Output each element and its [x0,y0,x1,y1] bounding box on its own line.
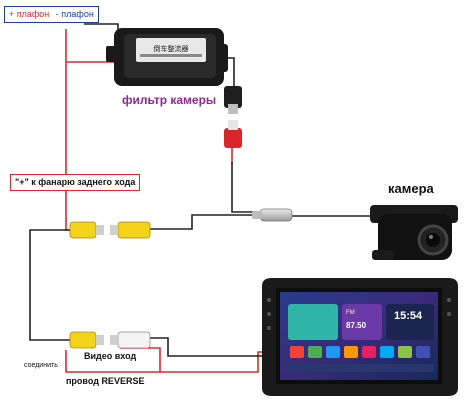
black-wire-group [29,23,370,357]
reverse-light-label: "+" к фанарю заднего хода [10,174,141,191]
music-tile [288,304,338,340]
black-wire-to-head-unit [150,337,262,357]
plafon-minus-label: - плафон [55,9,94,19]
black-wire-plafon-minus [84,23,119,42]
video-in-label: Видео вход [84,351,137,361]
black-wire-left-loop [29,229,72,341]
head-unit-time: 15:54 [394,310,423,322]
filter-caption: фильтр камеры [122,93,217,107]
head-unit [262,278,458,396]
clock-tile [386,304,434,340]
plafon-plus-label: + плафон [9,9,50,19]
camera-cable-connector [252,208,293,222]
head-unit-radio-unit: FM [346,310,355,316]
plafon-label-box: + плафон - плафон [4,6,99,23]
connect-label: соединить [24,362,58,369]
radio-tile [342,304,382,340]
camera-filter-module: 倒车整流器 [106,28,228,86]
rca-upper-pair [69,221,151,239]
black-wire-rca-pair [150,214,262,230]
rear-camera [370,205,458,260]
filter-module-text: 倒车整流器 [154,44,189,53]
filter-rca-connectors [224,86,242,148]
camera-label: камера [388,181,434,196]
app-icon-row [290,346,430,358]
head-unit-radio-freq: 87.50 [346,321,367,330]
reverse-wire-label: провод REVERSE [66,376,145,386]
rca-lower-pair [69,331,151,349]
black-wire-to-camera-cable [231,162,262,213]
